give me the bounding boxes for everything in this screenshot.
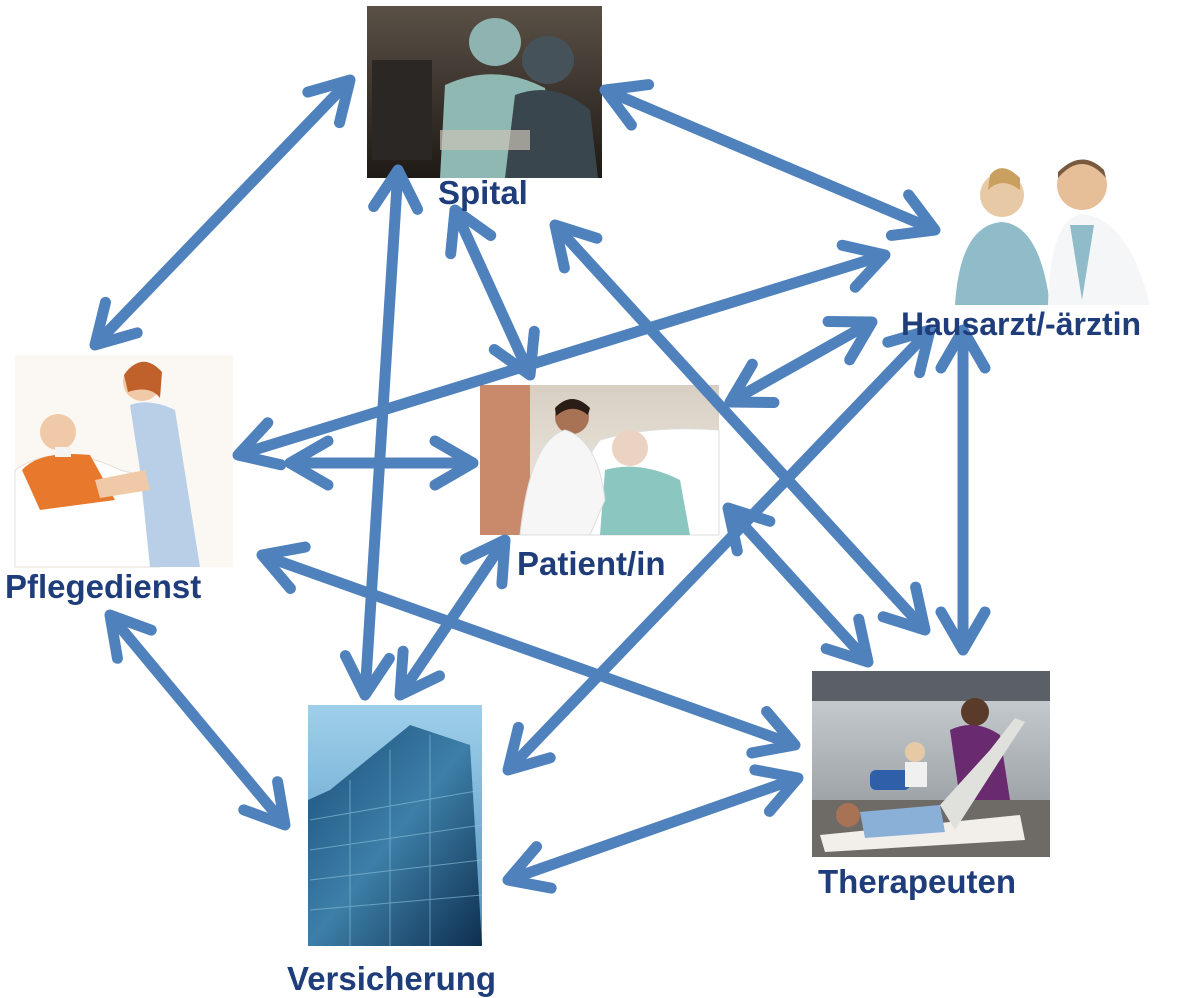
arrowhead-patient-versicherung-at-patient xyxy=(459,534,511,590)
arrowhead-pflegedienst-therapeuten-at-pflegedienst xyxy=(256,541,311,594)
arrowhead-hausarzt-therapeuten-at-therapeuten xyxy=(935,606,991,656)
arrow-hausarzt-pflegedienst xyxy=(238,251,885,459)
arrowhead-hausarzt-patient-at-hausarzt xyxy=(822,315,878,366)
arrow-pflegedienst-therapeuten xyxy=(262,551,795,749)
node-label-spital: Spital xyxy=(438,174,528,211)
arrow-hausarzt-versicherung xyxy=(506,328,932,772)
arrow-patient-versicherung xyxy=(397,539,508,696)
connection-arrows xyxy=(89,74,991,894)
arrowhead-hausarzt-therapeuten-at-hausarzt xyxy=(935,324,991,374)
node-label-patient: Patient/in xyxy=(517,545,666,582)
arrowhead-spital-pflegedienst-at-spital xyxy=(302,74,356,129)
arrow-spital-therapeuten xyxy=(553,223,927,632)
nurse-with-patient-photo xyxy=(14,355,233,568)
arrowhead-hausarzt-pflegedienst-at-pflegedienst xyxy=(232,417,287,471)
arrow-spital-hausarzt xyxy=(605,86,935,234)
arrowhead-patient-therapeuten-at-therapeuten xyxy=(820,613,874,668)
doctor-examining-elderly-patient-photo xyxy=(480,385,720,536)
glass-office-building-photo xyxy=(308,705,483,946)
arrowhead-patient-versicherung-at-versicherung xyxy=(394,645,446,701)
arrowhead-pflegedienst-versicherung-at-versicherung xyxy=(238,776,291,831)
arrow-patient-therapeuten xyxy=(726,506,870,664)
arrow-spital-pflegedienst xyxy=(93,78,352,347)
arrowhead-pflegedienst-versicherung-at-pflegedienst xyxy=(104,609,157,664)
arrowhead-hausarzt-pflegedienst-at-hausarzt xyxy=(836,239,891,293)
nurse-and-doctor-photo xyxy=(955,159,1150,305)
arrowhead-spital-hausarzt-at-hausarzt xyxy=(885,189,941,241)
arrowhead-pflegedienst-patient-at-patient xyxy=(429,435,479,491)
arrowhead-spital-versicherung-at-versicherung xyxy=(339,650,395,701)
arrowhead-versicherung-therapeuten-at-therapeuten xyxy=(749,764,804,817)
arrow-versicherung-therapeuten xyxy=(508,774,798,884)
node-label-therapeuten: Therapeuten xyxy=(818,863,1017,900)
arrowhead-hausarzt-versicherung-at-versicherung xyxy=(502,721,556,776)
arrowhead-hausarzt-patient-at-patient xyxy=(724,358,780,409)
arrowhead-spital-patient-at-patient xyxy=(488,325,540,381)
arrow-spital-versicherung xyxy=(359,170,404,695)
node-label-hausarzt: Hausarzt/-ärztin xyxy=(901,306,1142,342)
arrow-hausarzt-patient xyxy=(729,319,873,405)
arrowhead-versicherung-therapeuten-at-versicherung xyxy=(502,841,557,894)
arrow-pflegedienst-versicherung xyxy=(108,614,287,826)
arrowhead-spital-versicherung-at-spital xyxy=(368,164,424,215)
arrowhead-pflegedienst-therapeuten-at-therapeuten xyxy=(746,706,801,759)
surgeons-operating-photo xyxy=(367,6,602,178)
arrowhead-spital-pflegedienst-at-pflegedienst xyxy=(89,296,143,351)
arrowhead-patient-therapeuten-at-patient xyxy=(722,502,776,557)
arrowhead-spital-therapeuten-at-therapeuten xyxy=(877,581,931,636)
node-label-versicherung: Versicherung xyxy=(287,960,497,997)
node-label-pflegedienst: Pflegedienst xyxy=(5,568,202,605)
physiotherapy-session-photo xyxy=(812,671,1050,857)
arrow-spital-patient xyxy=(451,209,534,376)
arrowhead-spital-hausarzt-at-spital xyxy=(599,79,655,131)
arrowhead-spital-therapeuten-at-spital xyxy=(549,219,603,274)
arrowhead-pflegedienst-patient-at-pflegedienst xyxy=(284,435,334,491)
arrowhead-hausarzt-versicherung-at-hausarzt xyxy=(882,324,936,379)
arrowhead-spital-patient-at-spital xyxy=(445,204,497,260)
